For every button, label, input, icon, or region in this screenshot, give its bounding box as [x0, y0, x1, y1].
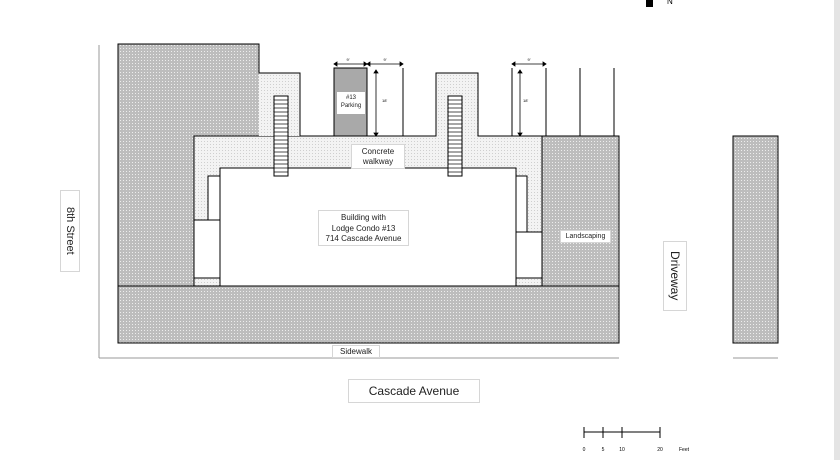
building-wing-east [515, 175, 528, 233]
street-label: 8th Street [60, 190, 80, 272]
stairs-west [273, 95, 289, 177]
parking-label: #13 Parking [337, 92, 365, 114]
building-porch-east [515, 231, 543, 279]
dim-depth-b: 18' [523, 98, 528, 103]
north-arrow-icon [646, 0, 653, 7]
scale-tick-label: 0 [583, 447, 586, 453]
north-label: N [667, 0, 673, 6]
window-edge [834, 0, 840, 460]
walkway-label: Concrete walkway [351, 144, 405, 169]
stairs-east [447, 95, 463, 177]
building-porch-west [193, 219, 221, 279]
building-wing-west [207, 175, 221, 221]
scale-tick-label: 20 [657, 447, 663, 453]
adjacent-lot-landscaping [732, 135, 779, 344]
dim-width-c: 9' [528, 57, 531, 62]
landscaping-area-south [117, 285, 620, 344]
driveway-label: Driveway [663, 241, 687, 311]
avenue-label: Cascade Avenue [348, 379, 480, 403]
dim-depth-a: 18' [382, 98, 387, 103]
sidewalk-label: Sidewalk [332, 345, 380, 358]
scale-unit-label: Feet [679, 447, 690, 453]
dim-width-a: 9' [347, 57, 350, 62]
landscaping-label: Landscaping [560, 230, 611, 243]
dimension-lines [333, 61, 547, 137]
building-label: Building with Lodge Condo #13 714 Cascad… [318, 210, 409, 246]
scale-bar [583, 427, 661, 438]
dim-width-b: 9' [384, 57, 387, 62]
scale-tick-label: 10 [619, 447, 625, 453]
scale-tick-label: 5 [602, 447, 605, 453]
